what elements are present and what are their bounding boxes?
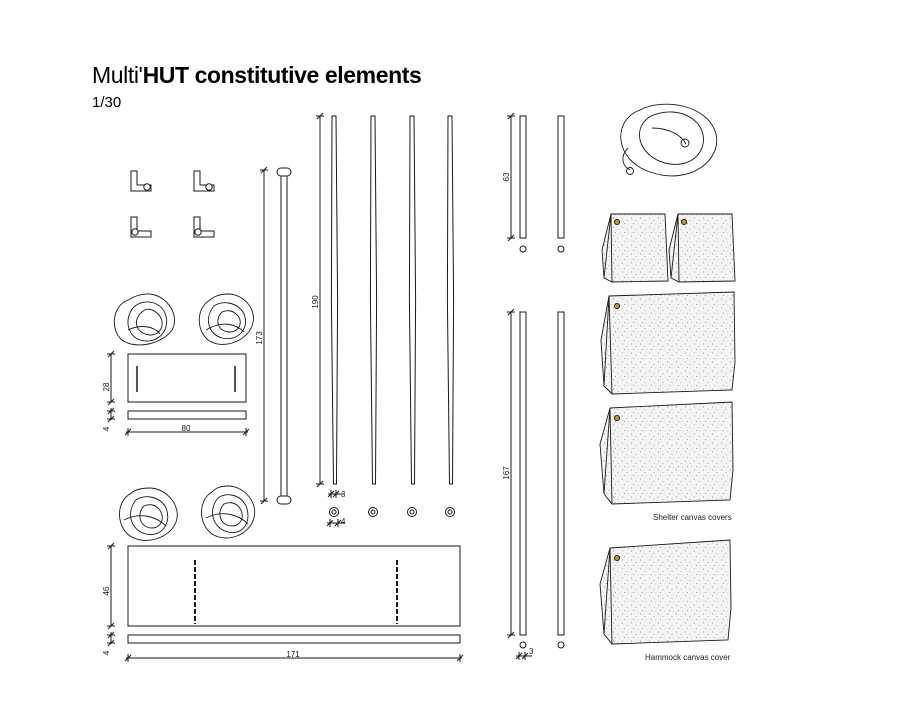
upper-rod: [519, 115, 527, 239]
rod-end: [519, 641, 527, 649]
pole-end: [329, 507, 339, 517]
dim-lower-rod-length: 167: [502, 466, 511, 480]
dim-upper-rod-length: 63: [502, 172, 511, 181]
dim-short-pole-length: 173: [255, 331, 264, 345]
title-light: Multi': [92, 62, 143, 88]
dim-long-pole-width: 3: [341, 490, 346, 499]
pole-end: [368, 507, 378, 517]
long-pole: [408, 115, 417, 485]
corner-bracket: [130, 170, 152, 192]
small-board-edge: [127, 410, 247, 420]
large-board-edge: [127, 634, 461, 644]
long-pole: [446, 115, 455, 485]
dim-large-board-height: 46: [102, 586, 111, 595]
pole-end: [445, 507, 455, 517]
dim-large-board-width: 171: [286, 650, 300, 659]
corner-bracket: [130, 216, 152, 238]
dim-small-board-thickness: 4: [102, 426, 111, 431]
upper-rod: [557, 115, 565, 239]
rod-end: [557, 245, 565, 253]
long-pole: [369, 115, 378, 485]
corner-bracket: [193, 216, 215, 238]
drawing-title: Multi'HUT constitutive elements: [92, 62, 422, 89]
lower-rod: [519, 311, 527, 636]
short-pole: [276, 167, 292, 505]
rope-loop: [620, 103, 718, 177]
lower-rod: [557, 311, 565, 636]
title-bold: HUT constitutive elements: [142, 62, 422, 88]
shelter-canvas-small: [601, 213, 669, 283]
rod-end: [557, 641, 565, 649]
dim-small-board-height: 28: [102, 382, 111, 391]
dim-large-board-thickness: 4: [102, 650, 111, 655]
dim-rod-width: 3: [529, 647, 534, 656]
shelter-canvas-large: [600, 291, 736, 395]
dim-long-pole-length: 190: [311, 295, 320, 309]
rope-coil: [201, 485, 256, 539]
dim-small-board-width: 80: [182, 424, 191, 433]
drawing-scale: 1/30: [92, 94, 122, 111]
small-board: [127, 353, 247, 403]
large-board: [127, 545, 461, 627]
rope-coil: [119, 487, 178, 541]
rod-end: [519, 245, 527, 253]
hammock-canvas: [599, 539, 732, 645]
corner-bracket: [193, 170, 215, 192]
caption-hammock-cover: Hammock canvas cover: [645, 653, 731, 662]
pole-end: [407, 507, 417, 517]
rope-coil: [113, 293, 175, 346]
long-pole: [330, 115, 339, 485]
shelter-canvas-large: [599, 401, 734, 505]
dim-long-pole-base: 4: [341, 517, 346, 526]
caption-shelter-covers: Shelter canvas covers: [653, 513, 732, 522]
rope-coil: [198, 293, 254, 345]
shelter-canvas-small: [668, 213, 736, 283]
